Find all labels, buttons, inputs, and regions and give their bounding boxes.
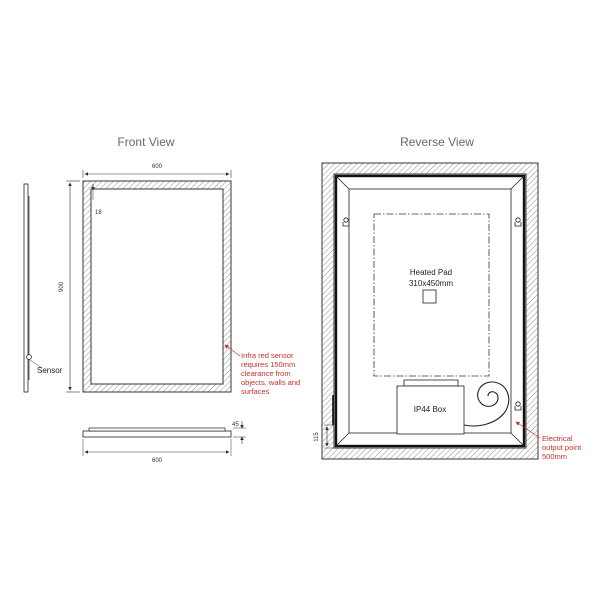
bracket-icon [514,217,522,227]
reverse-view-title: Reverse View [400,135,474,149]
front-width-dimension: 600 [82,164,232,178]
reverse-view: Reverse View [314,135,582,461]
heated-pad-label: Heated Pad [410,268,452,277]
ip44-box: IP44 Box [396,379,465,435]
heated-pad-size: 310x450mm [409,279,453,288]
bottom-width-dimension: 600 [82,439,232,464]
hanging-brackets [342,217,522,411]
depth-label: 45 [232,422,239,428]
bottom-profile: 45 [82,421,246,444]
sensor-label: Sensor [37,366,63,375]
offset-label: 115 [314,432,320,442]
front-height-dimension: 900 [59,180,80,393]
sensor-note-line-4: objects, walls and [241,378,300,387]
electrical-note: Electrical output point 500mm [515,421,582,461]
front-height-label: 900 [59,281,65,292]
front-view: Front View 600 900 18 [23,135,300,464]
front-mirror-frame [82,180,232,393]
sensor-note-line-1: Infra red sensor [241,351,294,360]
front-view-title: Front View [117,135,174,149]
border-dimension: 18 [91,184,102,216]
coiled-cable-icon [463,381,510,427]
sensor-note: Infra red sensor requires 150mm clearanc… [224,344,300,396]
sensor-note-line-3: clearance from [241,369,291,378]
border-label: 18 [95,210,102,216]
sensor-note-line-5: surfaces [241,387,270,396]
electrical-note-line-2: output point [542,443,582,452]
bracket-icon [342,217,350,227]
sensor-note-line-2: requires 150mm [241,360,295,369]
heated-pad-connector [422,289,437,304]
electrical-note-line-1: Electrical [542,434,573,443]
bottom-width-label: 600 [152,458,163,464]
offset-dimension: 115 [314,395,334,449]
heated-pad: Heated Pad 310x450mm [373,213,490,377]
electrical-note-line-3: 500mm [542,452,567,461]
front-width-label: 600 [152,164,163,170]
sensor-icon [26,354,32,360]
ip44-label: IP44 Box [414,405,446,414]
bracket-icon [514,401,522,411]
side-profile: Sensor [23,183,63,393]
